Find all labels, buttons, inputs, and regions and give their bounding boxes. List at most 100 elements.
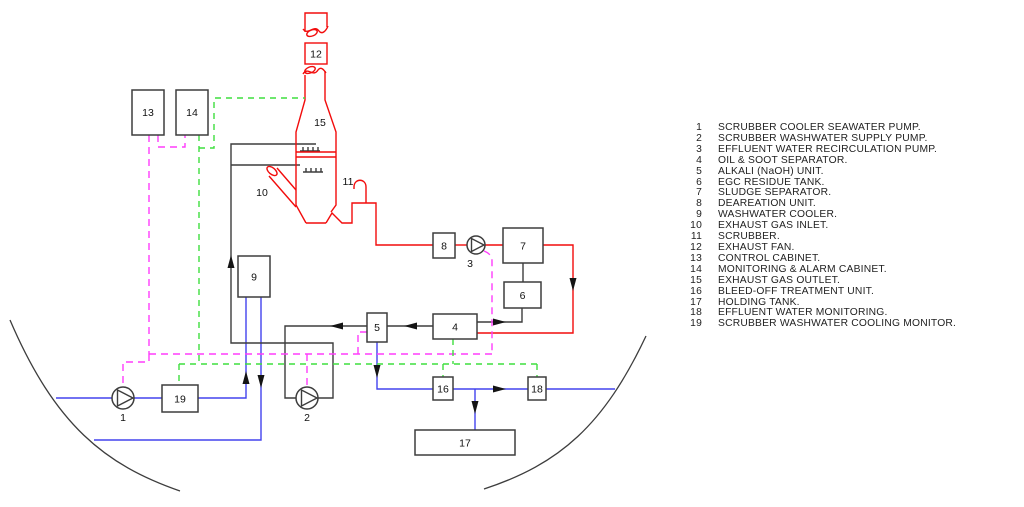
legend-item-number: 18 (690, 307, 702, 319)
signal-to-pump1 (122, 354, 150, 387)
arrow-seawater-up (242, 371, 250, 384)
bleed-off-pipe (376, 342, 433, 390)
arrow-washwater-up (227, 255, 235, 268)
legend-item-label: BLEED-OFF TREATMENT UNIT. (718, 285, 875, 297)
washwater-riser-pipe (230, 143, 334, 399)
arrow-bleed-down (373, 365, 381, 378)
node-labels: 1 2 3 4 5 6 7 8 9 10 11 12 13 14 15 16 1… (120, 49, 543, 450)
pump-2-rotor-icon (300, 388, 319, 408)
hull-curve-right (483, 335, 647, 490)
legend-item: 16 BLEED-OFF TREATMENT UNIT. (686, 285, 1018, 298)
legend-item-number: 4 (696, 154, 702, 166)
legend-item-label: OIL & SOOT SEPARATOR. (718, 154, 848, 166)
arrow-effluent-down (569, 278, 577, 291)
monitor19-to-cooler-pipe (198, 297, 247, 399)
cooler-overboard-pipe (94, 297, 262, 441)
legend-item: 14 MONITORING & ALARM CABINET. (686, 263, 1018, 276)
legend-item-label: DEAREATION UNIT. (718, 198, 816, 210)
legend-item-number: 16 (690, 285, 702, 297)
node-label-16: 16 (437, 384, 449, 396)
legend-item-number: 19 (690, 318, 702, 330)
legend-item-number: 12 (690, 241, 702, 253)
demister-bands (296, 151, 336, 158)
pump-2-symbol (295, 386, 319, 410)
legend-item-number: 14 (690, 263, 702, 275)
node-box-cooling-monitor (161, 384, 199, 413)
legend-item-label: MONITORING & ALARM CABINET. (718, 263, 887, 275)
legend-item-number: 6 (696, 176, 702, 188)
legend-item-label: SCRUBBER COOLER SEAWATER PUMP. (718, 122, 921, 133)
legend-item: 8 DEAREATION UNIT. (686, 198, 1018, 210)
drain-vent-hook (353, 179, 367, 203)
node-box-effluent-monitoring (527, 376, 547, 401)
legend-item-number: 3 (696, 143, 702, 155)
washwater-lines (227, 143, 524, 399)
node-label-6: 6 (520, 290, 526, 302)
arrow-to-alkali (404, 322, 417, 330)
monitoring-signal-lines (178, 97, 538, 385)
node-box-oil-soot-separator (432, 313, 478, 340)
control-signal-lines (122, 135, 493, 387)
bleed-off-lines (373, 342, 615, 430)
stack-break-piece (302, 12, 329, 34)
node-label-9: 9 (251, 272, 257, 284)
legend-item-number: 8 (696, 198, 702, 210)
legend-item: 10 EXHAUST GAS INLET. (686, 220, 1018, 232)
pump2-suction-pipe (284, 325, 367, 399)
node-label-3: 3 (467, 258, 473, 270)
exhaust-inlet-pipe (268, 167, 297, 208)
legend-item-number: 17 (690, 296, 702, 308)
node-box-exhaust-fan (304, 42, 328, 65)
legend-item-label: SCRUBBER WASHWATER SUPPLY PUMP. (718, 132, 928, 144)
node-label-17: 17 (459, 438, 471, 450)
arrow-seawater-down (257, 375, 265, 388)
legend-item-label: CONTROL CABINET. (718, 252, 821, 264)
hull-curve-left (9, 319, 181, 492)
node-box-control-cabinet (131, 89, 165, 136)
legend-item-label: SCRUBBER WASHWATER COOLING MONITOR. (718, 318, 957, 330)
equipment-boxes (131, 42, 547, 456)
stack-break-loop-neck (304, 65, 316, 75)
legend-item: 19 SCRUBBER WASHWATER COOLING MONITOR. (686, 318, 1018, 330)
scrubber-tower-right-wall (324, 71, 337, 213)
legend-item-label: EXHAUST GAS INLET. (718, 220, 829, 232)
pump-3-rotor-icon (470, 237, 486, 253)
legend-item: 13 CONTROL CABINET. (686, 252, 1018, 265)
node-label-14: 14 (186, 107, 198, 119)
legend-item-number: 10 (690, 220, 702, 232)
stack-break-loop-top (306, 28, 318, 38)
legend-item-number: 11 (690, 231, 702, 243)
node-label-13: 13 (142, 107, 154, 119)
node-label-12: 12 (310, 49, 322, 61)
scrubber-top-break (302, 67, 327, 75)
pump-symbols (111, 235, 486, 410)
node-label-4: 4 (452, 322, 458, 334)
pump-1-symbol (111, 386, 135, 410)
node-label-8: 8 (441, 241, 447, 253)
exhaust-effluent-lines (266, 12, 577, 334)
legend-item-label: EXHAUST FAN. (718, 241, 795, 253)
legend-item-number: 13 (690, 252, 702, 264)
node-label-7: 7 (520, 241, 526, 253)
legend-item-label: SCRUBBER. (718, 231, 780, 243)
node-label-18: 18 (531, 384, 543, 396)
legend-item-label: EXHAUST GAS OUTLET. (718, 274, 841, 286)
node-box-holding-tank (414, 429, 516, 456)
legend-item-number: 7 (696, 187, 702, 199)
node-box-alkali-unit (366, 312, 388, 343)
spray-header-upper (300, 147, 320, 152)
node-label-19: 19 (174, 394, 186, 406)
signal-to-pump3 (483, 250, 493, 353)
node-box-sludge-separator (502, 227, 544, 264)
node-label-10: 10 (256, 187, 268, 199)
node-box-alarm-cabinet (175, 89, 209, 136)
legend-item-label: HOLDING TANK. (718, 296, 800, 308)
